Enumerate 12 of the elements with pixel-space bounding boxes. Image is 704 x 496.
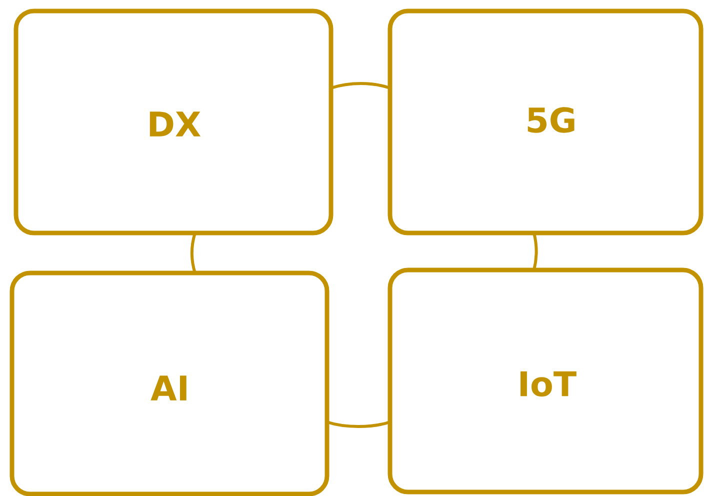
connector — [330, 82, 390, 90]
box — [10, 270, 330, 496]
box — [14, 8, 334, 236]
box-label: AI — [150, 376, 186, 400]
box — [388, 8, 704, 236]
box-label: DX — [150, 112, 201, 136]
box-label: 5G — [528, 107, 574, 133]
box-label: IoT — [520, 371, 576, 397]
connector — [326, 420, 390, 428]
box — [388, 268, 704, 494]
connector — [190, 232, 196, 274]
connector — [532, 232, 538, 270]
